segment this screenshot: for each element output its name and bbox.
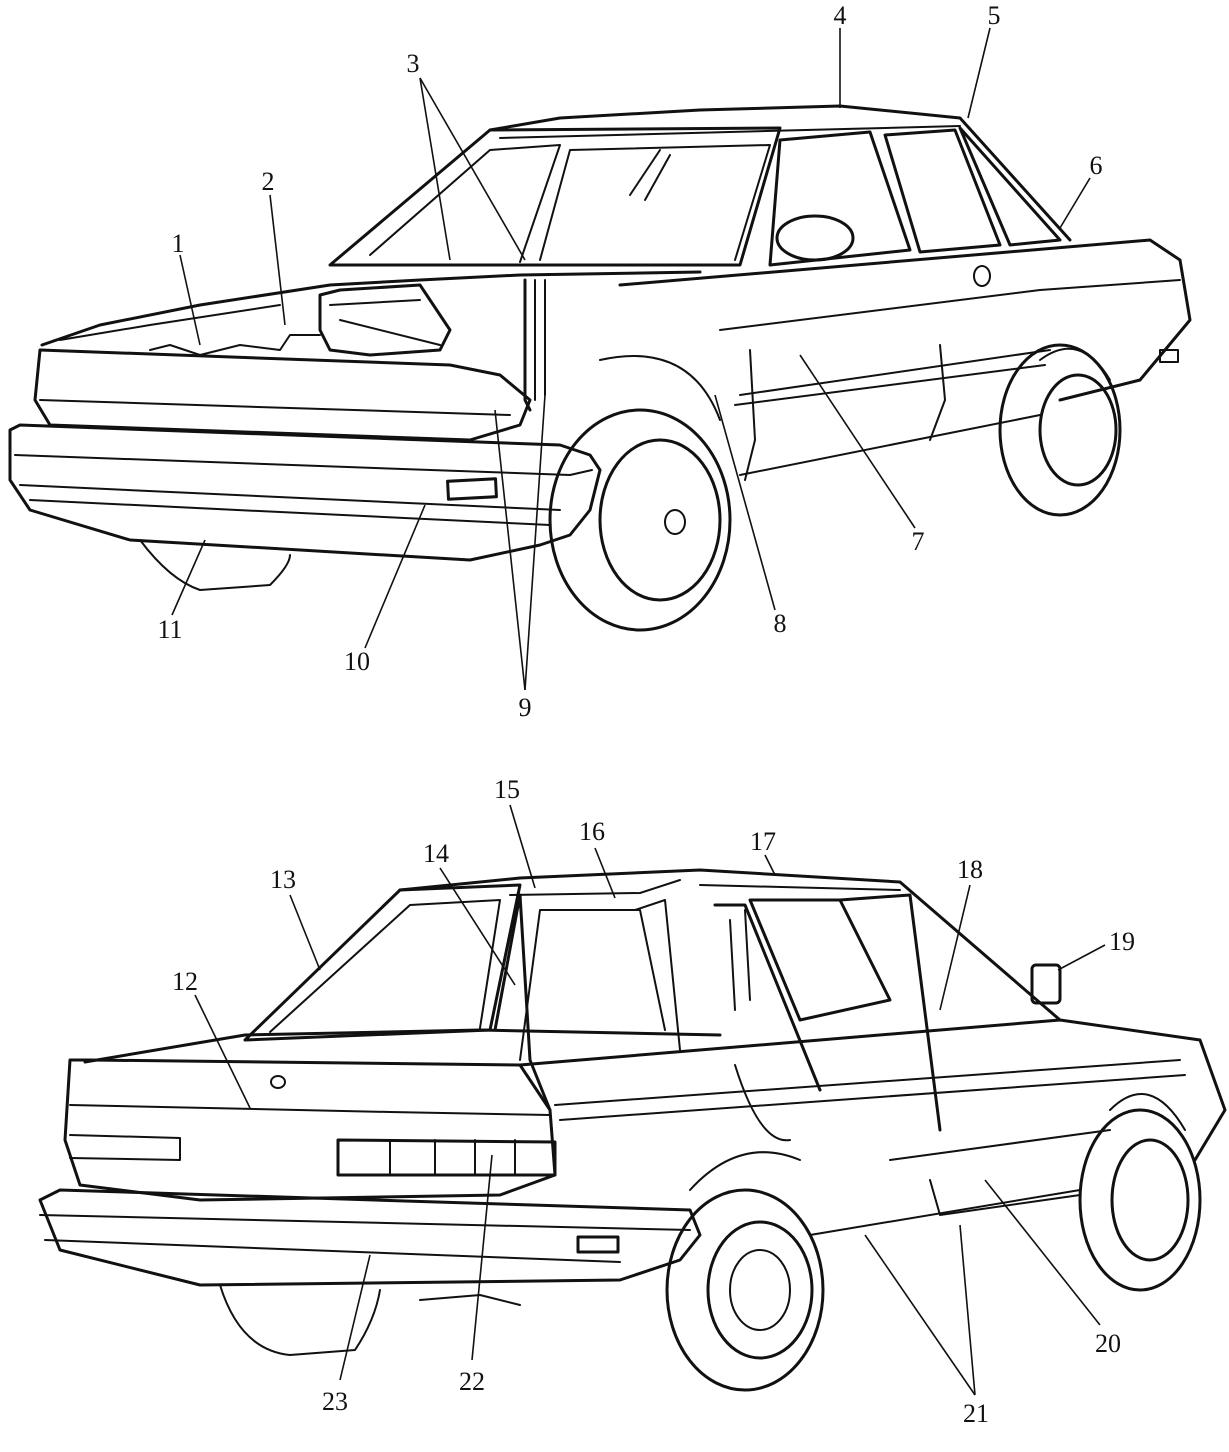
callout-17: 17 (750, 827, 776, 856)
callout-16: 16 (579, 817, 605, 846)
rear-roof (398, 868, 1062, 1022)
rear-side-window (748, 898, 892, 1022)
callout-14: 14 (423, 839, 449, 868)
rear-bumper (38, 1188, 702, 1287)
callout-11: 11 (157, 615, 182, 644)
front-marker-light (446, 477, 498, 501)
rear-view-labels: 12 13 14 15 16 17 18 19 20 21 22 23 (172, 775, 1135, 1428)
front-door-window (768, 130, 912, 267)
rear-view-car (38, 868, 1227, 1392)
callout-23: 23 (322, 1387, 348, 1416)
front-grille (33, 348, 532, 442)
callout-13: 13 (270, 865, 296, 894)
headlight-opening (318, 283, 452, 357)
c-pillar (493, 893, 552, 1112)
callout-10: 10 (344, 647, 370, 676)
callout-20: 20 (1095, 1329, 1121, 1358)
callout-22: 22 (459, 1367, 485, 1396)
front-leader-lines (171, 27, 1091, 691)
callout-18: 18 (957, 855, 983, 884)
rear-window (243, 883, 522, 1042)
callout-8: 8 (774, 609, 787, 638)
windshield (328, 126, 782, 267)
rear-marker-light (576, 1235, 620, 1254)
rear-side-mirror (1030, 963, 1062, 1005)
callout-7: 7 (912, 527, 925, 556)
callout-2: 2 (262, 167, 275, 196)
rear-door-window (883, 128, 1002, 254)
side-mirror (775, 214, 855, 262)
callout-4: 4 (834, 1, 847, 30)
callout-6: 6 (1090, 151, 1103, 180)
body-side (618, 238, 1192, 402)
rear-body-side (518, 1018, 1227, 1162)
callout-9: 9 (519, 693, 532, 722)
callout-1: 1 (172, 229, 185, 258)
rear-view-wheel (665, 1188, 825, 1392)
rear-view-front-wheel (1078, 1108, 1202, 1292)
roof (488, 104, 1072, 242)
callout-15: 15 (494, 775, 520, 804)
front-view-car (8, 104, 1192, 632)
rear-panel (63, 1058, 557, 1202)
front-bumper (8, 423, 602, 562)
callout-3: 3 (407, 49, 420, 78)
callout-21: 21 (963, 1399, 989, 1428)
rear-wheel (998, 343, 1122, 517)
hood (40, 270, 702, 347)
callout-12: 12 (172, 967, 198, 996)
callout-19: 19 (1109, 927, 1135, 956)
rear-leader-lines (194, 804, 1106, 1396)
trunk-lid (83, 1028, 722, 1064)
front-wheel (548, 408, 732, 632)
a-pillar (523, 278, 532, 412)
callout-5: 5 (988, 1, 1001, 30)
tail-light (336, 1138, 557, 1177)
front-view-labels: 1 2 3 4 5 6 7 8 9 10 11 (157, 1, 1102, 722)
